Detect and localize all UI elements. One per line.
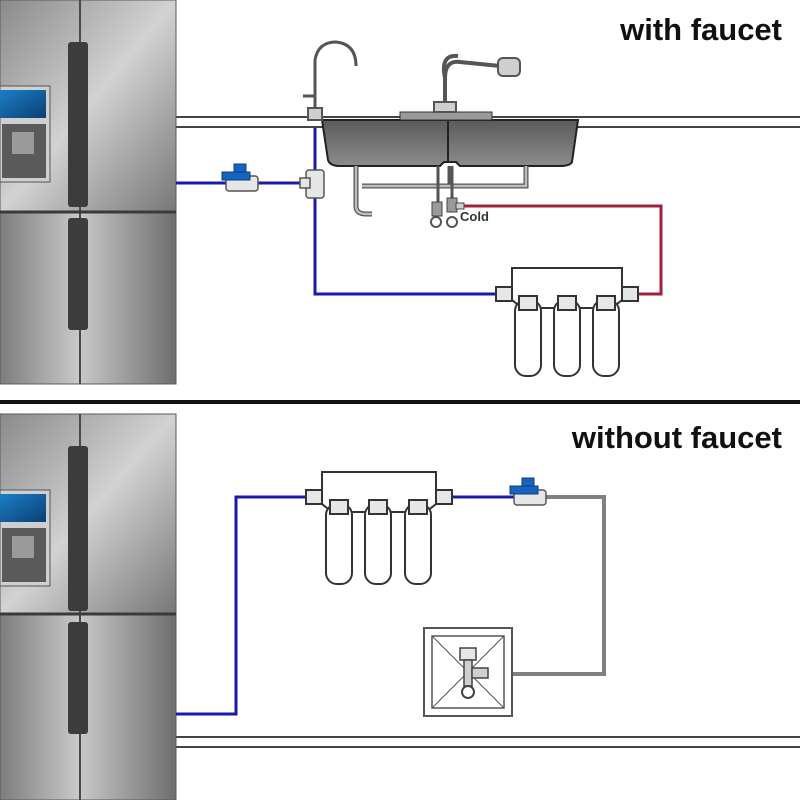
filter-cartridge	[592, 299, 620, 377]
angle-stop-valve	[430, 166, 465, 228]
filter-cartridge	[404, 503, 432, 585]
water-supply-line	[488, 495, 606, 676]
filter-system-top	[495, 267, 639, 377]
display-screen	[0, 494, 46, 522]
refrigerator-top	[0, 0, 177, 385]
wall-valve-box	[423, 627, 513, 717]
filter-cartridge	[553, 299, 581, 377]
drinking-faucet-icon	[303, 40, 358, 121]
refrigerator-bottom	[0, 413, 177, 801]
filter-cartridge	[325, 503, 353, 585]
fridge-handle	[68, 42, 88, 207]
fridge-handle	[68, 218, 88, 330]
ball-valve-icon	[509, 477, 547, 506]
cold-water-label: Cold	[460, 209, 489, 224]
kitchen-faucet-icon	[433, 53, 521, 113]
floor	[176, 736, 800, 748]
kitchen-sink	[320, 111, 580, 217]
fridge-handle	[68, 622, 88, 734]
fridge-handle	[68, 446, 88, 611]
top-panel	[0, 0, 800, 385]
tee-fitting-icon	[299, 169, 325, 199]
filtered-water-line	[176, 181, 496, 296]
display-screen	[0, 90, 46, 118]
cold-feed-line	[464, 204, 663, 296]
ball-valve-icon	[221, 163, 259, 192]
filter-system-bottom	[305, 471, 453, 585]
filter-cartridge	[514, 299, 542, 377]
bottom-panel	[0, 413, 800, 801]
panel-title-without-faucet: without faucet	[571, 420, 782, 455]
panel-title-with-faucet: with faucet	[620, 12, 782, 47]
filter-cartridge	[364, 503, 392, 585]
filtered-water-line	[176, 495, 514, 716]
